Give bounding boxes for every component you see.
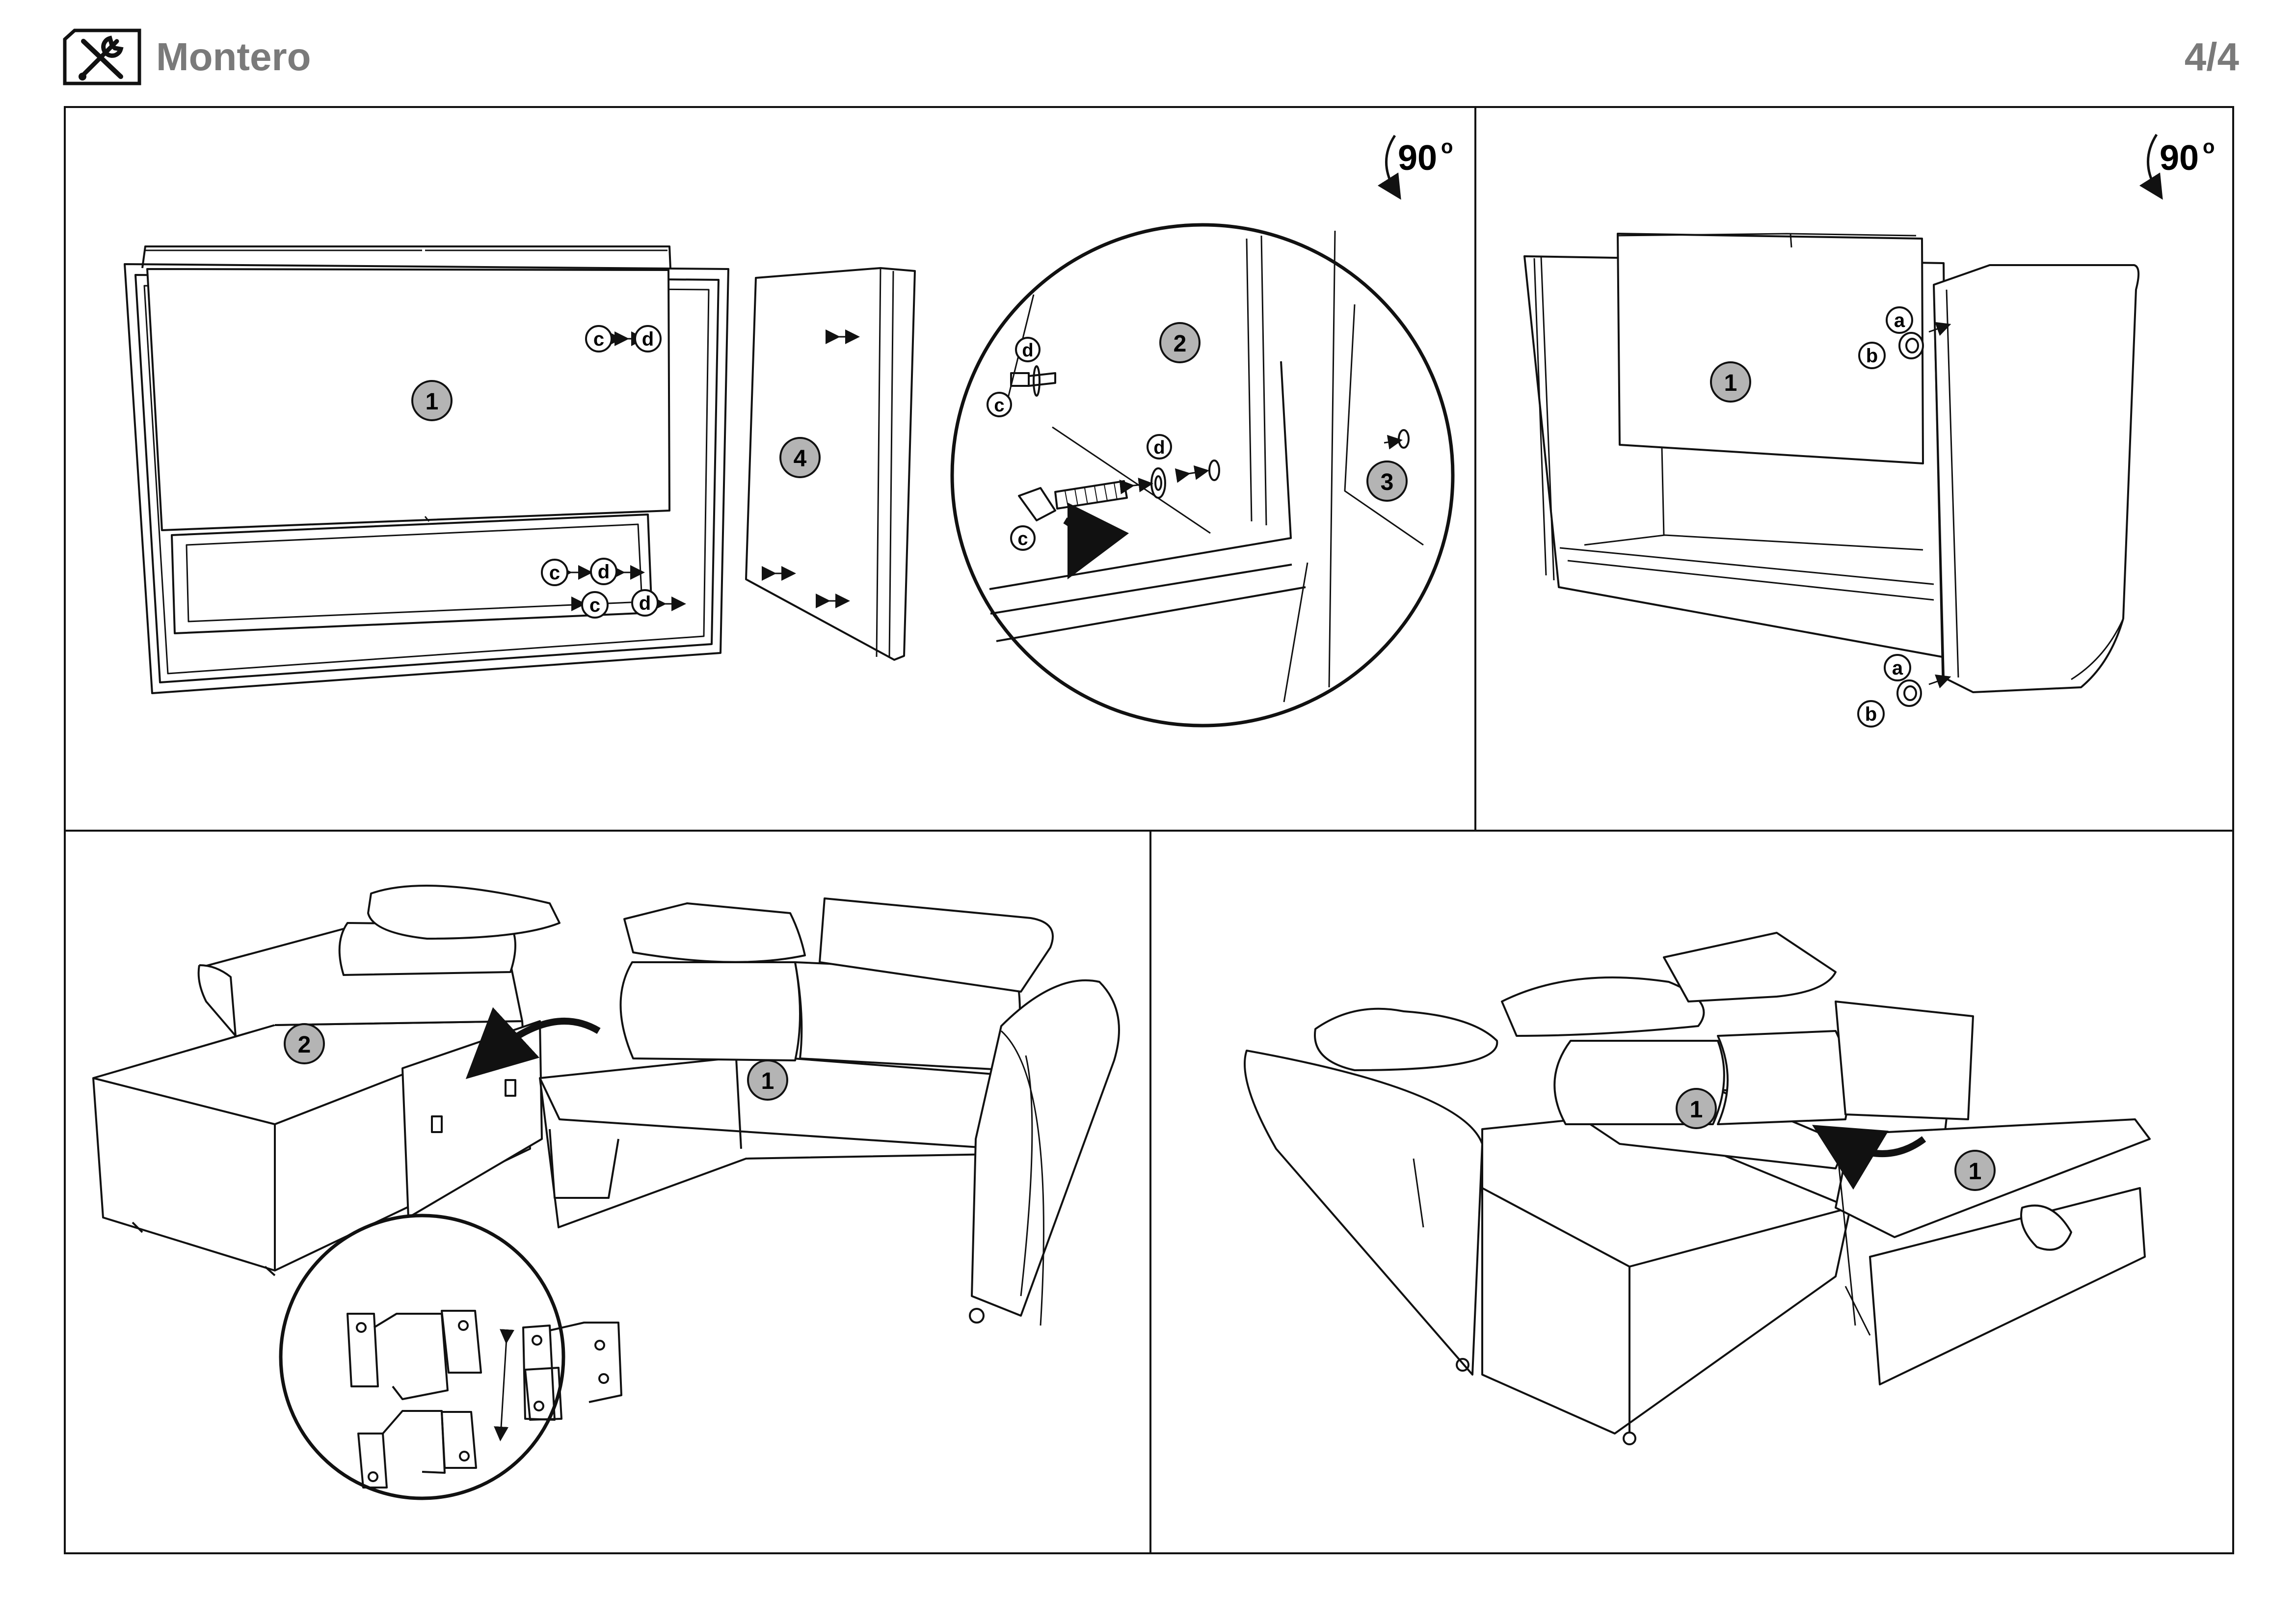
- panel-bottom-right: [1244, 932, 2151, 1445]
- svg-text:1: 1: [1724, 370, 1737, 396]
- svg-text:c: c: [589, 595, 600, 616]
- svg-text:90: 90: [2160, 138, 2199, 178]
- svg-text:c: c: [994, 395, 1004, 416]
- svg-text:b: b: [1865, 704, 1877, 725]
- label-c: c: [987, 392, 1012, 417]
- page-number: 4/4: [2184, 35, 2239, 79]
- svg-text:a: a: [1894, 310, 1905, 331]
- badge-step-1: 1: [1710, 361, 1751, 403]
- label-d: d: [634, 325, 662, 352]
- badge-step-2: 2: [1159, 322, 1201, 363]
- label-b: b: [1858, 342, 1886, 369]
- badge-step-3: 3: [1366, 460, 1408, 502]
- svg-text:d: d: [1153, 437, 1165, 458]
- rotation-label: 90 o: [2160, 136, 2215, 178]
- label-c: c: [1010, 525, 1036, 551]
- badge-step-4: 4: [779, 437, 821, 478]
- top-right-labels: 1 a b a b 90 o: [1710, 136, 2215, 728]
- hinge-detail-circle: [279, 1214, 622, 1500]
- svg-text:2: 2: [298, 1032, 311, 1058]
- badge-step-1: 1: [1954, 1150, 1996, 1191]
- svg-text:c: c: [593, 328, 604, 350]
- svg-text:1: 1: [1690, 1097, 1703, 1123]
- label-c: c: [585, 325, 613, 352]
- sofa-section: [539, 897, 1120, 1326]
- label-d: d: [631, 589, 659, 617]
- svg-text:4: 4: [794, 446, 807, 472]
- bolt-small: [1010, 365, 1056, 397]
- panel-borders: [64, 106, 2234, 1554]
- svg-text:a: a: [1892, 657, 1903, 679]
- label-a: a: [1884, 654, 1911, 681]
- svg-text:2: 2: [1174, 331, 1187, 357]
- svg-text:d: d: [642, 328, 654, 350]
- badge-step-1: 1: [411, 380, 453, 421]
- panel-top-left: [124, 135, 1455, 728]
- tools-icon: [63, 28, 141, 85]
- label-a: a: [1886, 306, 1913, 334]
- bottom-right-labels: 1 1: [1676, 1088, 1996, 1191]
- svg-text:d: d: [1022, 340, 1033, 361]
- svg-text:1: 1: [426, 389, 439, 415]
- svg-text:d: d: [598, 561, 610, 583]
- label-c: c: [581, 591, 609, 619]
- badge-step-1: 1: [747, 1059, 788, 1101]
- svg-text:c: c: [1017, 529, 1028, 549]
- svg-text:o: o: [1441, 136, 1453, 158]
- svg-text:d: d: [639, 593, 651, 614]
- label-d: d: [1147, 434, 1172, 460]
- bottom-left-labels: 2 1: [284, 1023, 788, 1101]
- label-b: b: [1857, 700, 1885, 728]
- zoom-detail-circle: [950, 223, 1455, 728]
- badge-step-1: 1: [1676, 1088, 1717, 1129]
- bolt-large: [1018, 429, 1410, 580]
- side-panel: [745, 267, 916, 661]
- label-d: d: [1015, 337, 1041, 362]
- badge-step-2: 2: [284, 1023, 325, 1064]
- svg-text:90: 90: [1398, 138, 1437, 178]
- label-d: d: [590, 558, 617, 585]
- svg-text:o: o: [2203, 136, 2215, 158]
- label-c: c: [541, 559, 568, 586]
- chaise-section: [92, 885, 561, 1276]
- top-left-labels: 1 4 2 3 c d c d c d d c d c 90 o: [411, 136, 1453, 619]
- svg-text:3: 3: [1381, 469, 1394, 495]
- rotation-label: 90 o: [1398, 136, 1453, 178]
- panel-top-right: [1523, 134, 2163, 707]
- svg-text:c: c: [549, 562, 560, 584]
- panel-bottom-left: [92, 885, 1120, 1500]
- svg-text:1: 1: [761, 1068, 774, 1094]
- sofa-frame-back-view: [124, 245, 729, 694]
- page-title: Montero: [156, 35, 311, 79]
- svg-text:1: 1: [1969, 1159, 1982, 1185]
- svg-text:b: b: [1866, 345, 1878, 367]
